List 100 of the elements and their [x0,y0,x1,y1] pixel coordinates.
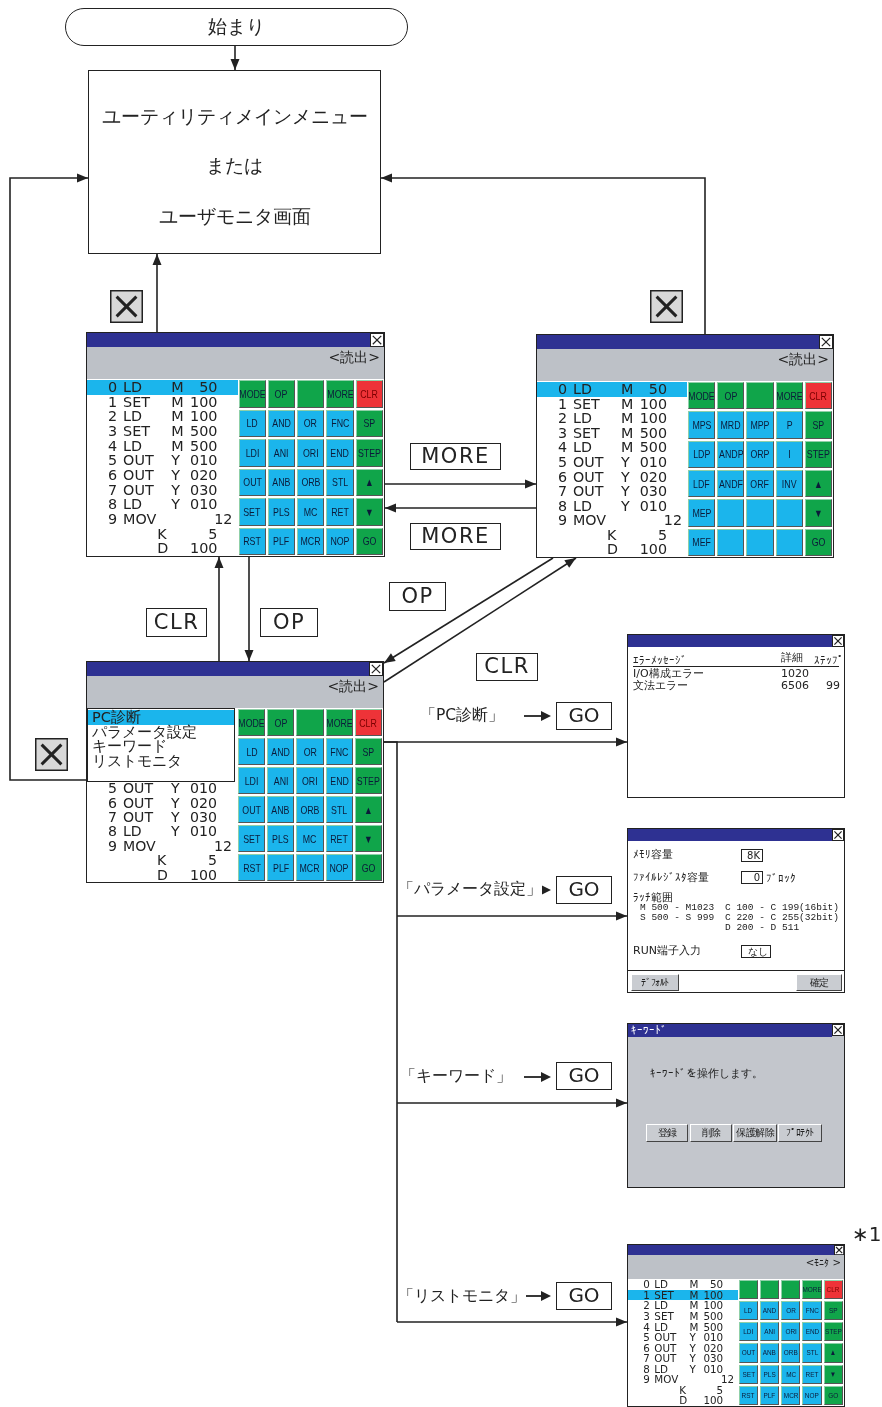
program-line: 2 LD M 100 [106,409,219,425]
key-button: OR [297,409,325,438]
screen-text: C 220 - C 255(32bit) [725,913,840,923]
key-button: ORP [746,440,774,468]
key-button: ANDF [717,470,745,498]
key-button: OUT [238,796,266,823]
program-line: 1 SET M 100 [106,394,219,410]
program-line: 8 LD Y 010 [556,498,668,514]
program-line: K 5 [156,526,219,542]
process-box [88,70,381,254]
menu-item: PC診断 [88,710,234,725]
go-box: GO [556,876,612,904]
key-button: SP [804,411,832,439]
key-button: ORB [781,1343,801,1363]
key-button: RST [738,1385,758,1405]
program-line: K 5 [606,527,668,543]
key-button: OP [267,380,296,408]
screen-text: ｽﾃｯﾌﾟ [814,655,844,667]
key-button: ▼ [823,1364,843,1384]
program-line: 8 LD Y 010 [107,824,218,839]
key-button: RST [238,854,266,881]
program-line: K 5 [156,853,218,868]
key-button: ORB [297,468,325,497]
box-text: ユーザモニタ画面 [157,204,312,229]
key-button: FNC [325,738,353,765]
edge-label: CLR [476,653,538,681]
program-line: 1 SET M 100 [556,396,668,412]
screen-text: 99 [826,680,840,692]
key-button: PLS [267,825,295,852]
screen-text: 詳細 [781,652,803,664]
key-button: AND [760,1300,780,1321]
screen-text: RUN端子入力 [633,945,701,957]
program-line: 2 LD M 100 [556,411,668,426]
key-button: PLF [267,527,296,555]
screen [627,1023,845,1188]
key-button: STL [325,796,353,823]
screen-text: I/O構成エラー [633,668,704,680]
key-button: CLR [804,382,832,410]
key-button: GO [354,854,382,881]
screen [627,634,845,798]
go-box: GO [556,1062,612,1090]
key-button: SP [823,1300,843,1321]
screen-text: C 100 - C 199(16bit) [725,903,840,913]
program-line: 4 LD M 500 [556,440,668,455]
program-line: 6 OUT Y 020 [642,1342,725,1354]
key-button: END [325,767,353,794]
program-line: 7 OUT Y 030 [642,1353,725,1364]
key-button: ▼ [355,498,383,526]
mode-label: <読出> [328,350,380,366]
key-button: STEP [823,1322,843,1342]
key-button: RET [326,498,354,526]
key-button: RST [238,527,266,555]
screen [627,828,845,993]
key-button: NOP [325,854,353,881]
key-button: ANB [267,796,295,823]
program-line: 9 MOV 12 [642,1374,736,1385]
edge-label: MORE [410,523,501,550]
screen-button: 確定 [796,974,842,991]
key-button: ORB [296,796,324,823]
screen-text: ﾌﾞﾛｯｸ [766,873,796,885]
key-button: ANI [267,767,295,794]
screen [627,1244,845,1407]
key-button: AND [267,409,296,438]
program-line: 6 OUT Y 020 [106,468,219,483]
key-button: MORE [325,709,353,736]
edge-label: OP [260,608,318,637]
key-button: MC [297,498,325,526]
key-button: SET [738,1364,758,1384]
program-line: 6 OUT Y 020 [107,795,218,810]
screen-button: 登録 [646,1124,688,1142]
screen-text: 1020 [781,668,809,680]
key-button: ORI [296,767,324,794]
menu-item: パラメータ設定 [91,724,198,739]
key-button: CLR [354,709,382,736]
key-button: MCR [781,1385,801,1405]
key-button: ORF [746,470,774,498]
key-button: PLS [267,498,296,526]
key-button: LDI [238,767,266,794]
key-button: OR [296,738,324,765]
program-line: 9 MOV 12 [107,838,233,854]
key-button: STEP [354,767,382,794]
key-button: OUT [738,1343,758,1363]
box-text: または [205,153,264,178]
key-button: MRD [717,411,745,439]
program-line: 2 LD M 100 [642,1300,725,1312]
input-field: 0 [741,871,763,884]
key-button: MODE [238,380,266,408]
key-button: RET [325,825,353,852]
start-terminal: 始まり [65,8,408,46]
program-line: 7 OUT Y 030 [556,484,668,499]
key-button: SP [355,409,383,438]
key-button: GO [823,1385,843,1405]
program-line: D 100 [678,1395,725,1406]
key-button: LD [738,1300,758,1321]
key-button: ANDP [717,440,745,468]
connector-line [382,740,399,1324]
screen-text: ﾗｯﾁ範囲 [633,892,673,904]
key-button: ANB [760,1343,780,1363]
key-button: INV [775,470,803,498]
input-field: なし [741,945,771,958]
